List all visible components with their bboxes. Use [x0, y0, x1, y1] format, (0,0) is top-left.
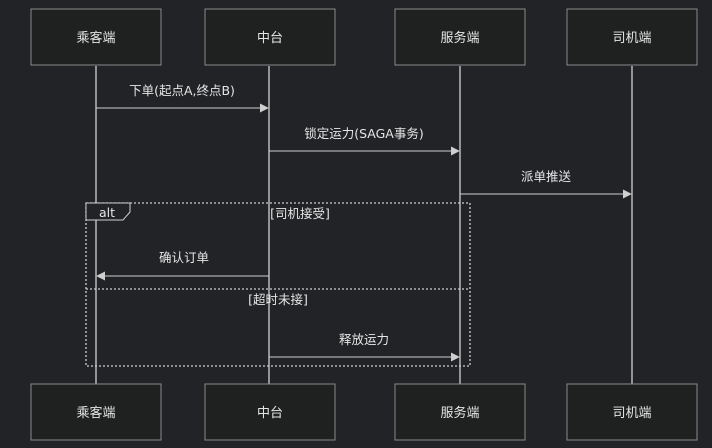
message-label-lock-capacity: 锁定运力(SAGA事务) — [304, 126, 424, 141]
alt-condition-driver-accepts: [司机接受] — [270, 206, 330, 221]
actor-top-passenger-label: 乘客端 — [76, 30, 115, 46]
actor-bottom-passenger: 乘客端 — [30, 383, 162, 441]
actor-top-service-label: 服务端 — [440, 30, 479, 46]
actor-top-service: 服务端 — [394, 8, 526, 66]
alt-frame — [85, 202, 471, 367]
message-label-release-capacity: 释放运力 — [339, 332, 389, 347]
actor-bottom-service-label: 服务端 — [440, 405, 479, 421]
actor-top-driver-label: 司机端 — [612, 31, 651, 46]
actor-bottom-middle-label: 中台 — [257, 406, 283, 421]
alt-condition-timeout: [超时未接] — [248, 292, 308, 307]
message-label-dispatch-push: 派单推送 — [521, 169, 572, 184]
actor-bottom-service: 服务端 — [394, 383, 526, 441]
actor-bottom-middle: 中台 — [204, 383, 336, 441]
actor-bottom-driver: 司机端 — [566, 383, 698, 441]
actor-top-middle-label: 中台 — [257, 31, 283, 46]
actor-bottom-passenger-label: 乘客端 — [76, 405, 115, 421]
actor-top-driver: 司机端 — [566, 8, 698, 66]
actor-bottom-driver-label: 司机端 — [612, 406, 651, 421]
message-label-confirm-order: 确认订单 — [159, 250, 209, 265]
actor-top-passenger: 乘客端 — [30, 8, 162, 66]
actor-top-middle: 中台 — [204, 8, 336, 66]
alt-frame-tag — [85, 202, 131, 221]
alt-keyword: alt — [99, 205, 115, 220]
message-label-place-order: 下单(起点A,终点B) — [129, 83, 235, 98]
